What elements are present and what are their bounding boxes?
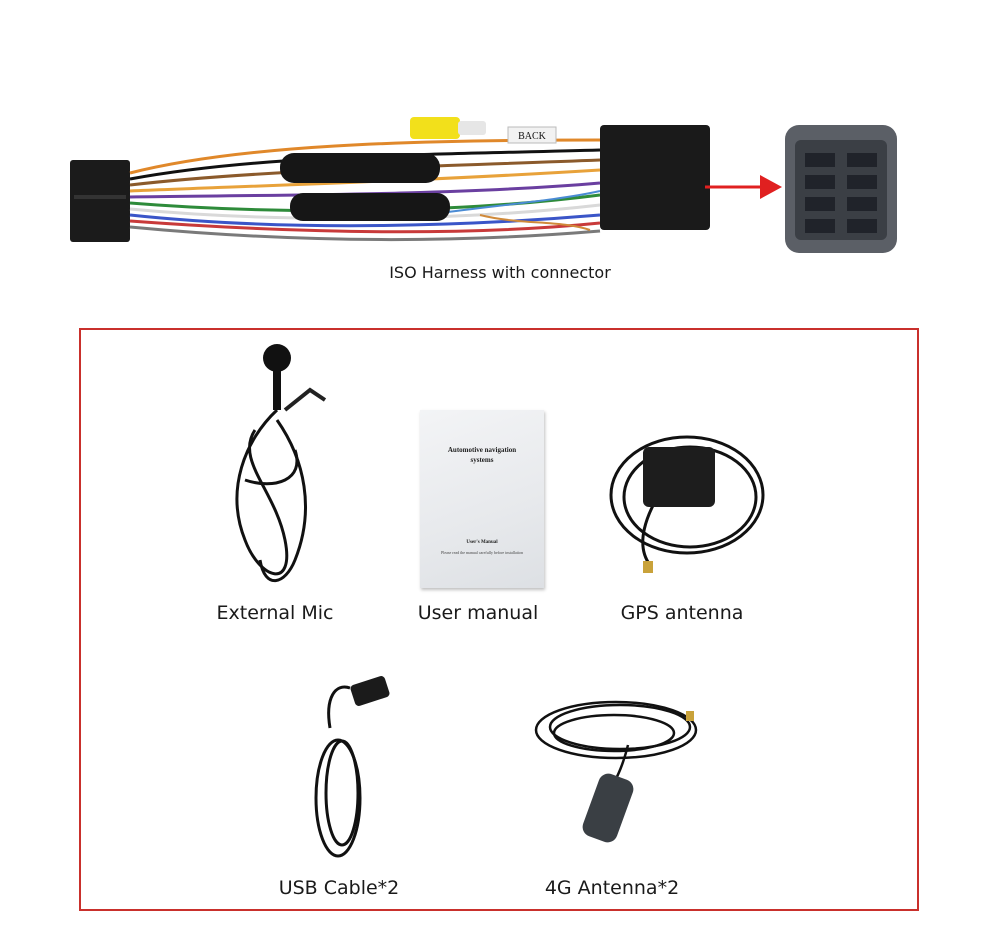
user-manual-image: Automotive navigation systems User's Man… — [420, 410, 544, 588]
external-mic-caption: External Mic — [216, 602, 334, 624]
gps-antenna-caption: GPS antenna — [620, 602, 744, 624]
manual-note: Please read the manual carefully before … — [441, 550, 523, 555]
manual-subtitle: User's Manual — [466, 540, 498, 545]
manual-title-line1: Automotive navigation — [447, 446, 517, 454]
4g-antenna-image — [534, 700, 698, 843]
4g-antenna-caption: 4G Antenna*2 — [544, 877, 680, 899]
external-mic-image — [235, 344, 327, 583]
gps-antenna-image — [609, 435, 765, 573]
back-tag-label: BACK — [518, 131, 547, 142]
accessories-frame — [79, 328, 919, 911]
usb-cable-image — [314, 676, 390, 858]
user-manual-caption: User manual — [417, 602, 539, 624]
usb-cable-caption: USB Cable*2 — [278, 877, 400, 899]
manual-title-line2: systems — [470, 456, 494, 464]
harness-caption: ISO Harness with connector — [389, 263, 611, 282]
iso-harness-image: BACK — [70, 117, 897, 253]
